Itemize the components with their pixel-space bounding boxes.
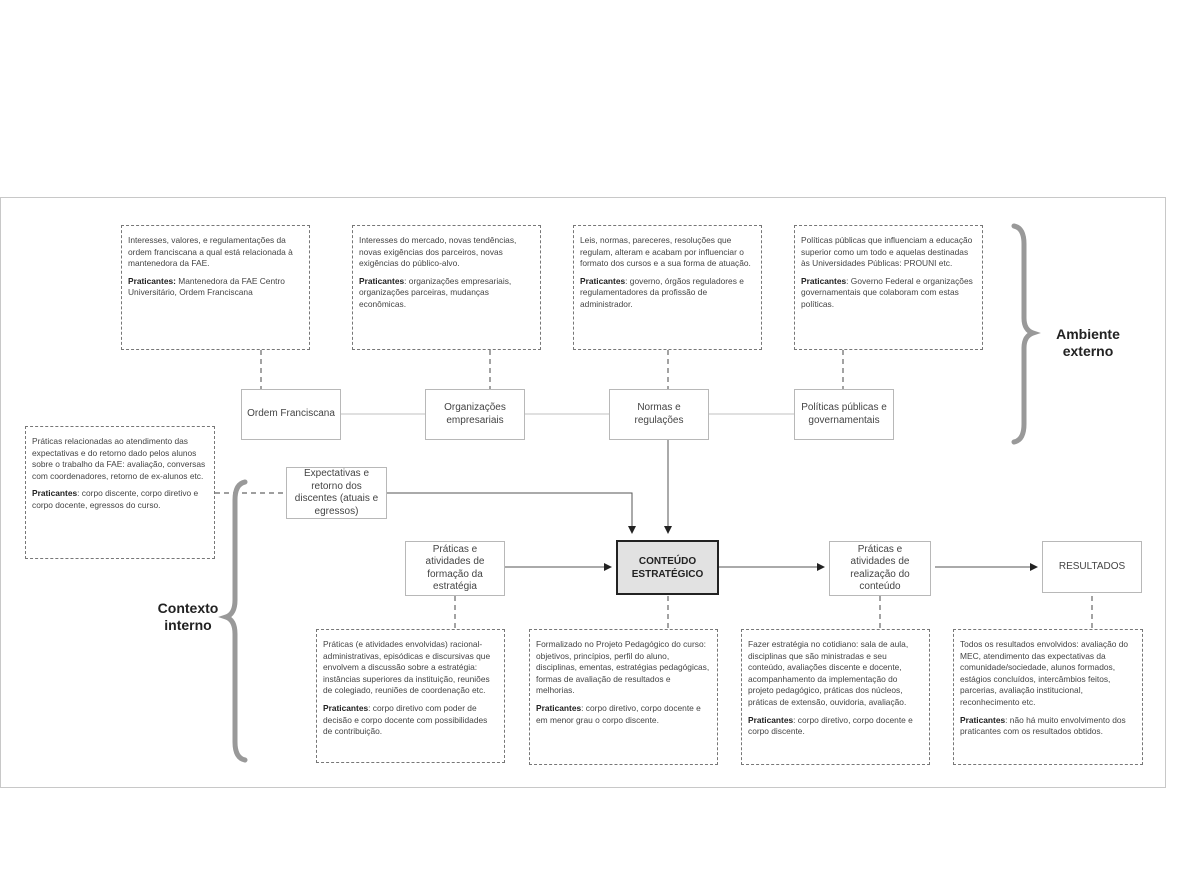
- int-box-resultados: Todos os resultados envolvidos: avaliaçã…: [953, 629, 1143, 765]
- praticantes-line: Praticantes: organizações empresariais, …: [359, 276, 534, 311]
- ext-box-ordem-franciscana: Interesses, valores, e regulamentações d…: [121, 225, 310, 350]
- int-box-formacao: Práticas (e atividades envolvidas) racio…: [316, 629, 505, 763]
- praticantes-label: Praticantes: [801, 275, 847, 286]
- praticantes-text: : organizações empresariais, organizaçõe…: [359, 275, 512, 309]
- box-description: Formalizado no Projeto Pedagógico do cur…: [536, 639, 710, 696]
- box-description: Interesses do mercado, novas tendências,…: [359, 235, 517, 269]
- node-realizacao-conteudo: Práticas e atividades de realização do c…: [829, 541, 931, 596]
- praticantes-line: Praticantes: governo, órgãos reguladores…: [580, 276, 755, 311]
- ext-box-normas: Leis, normas, pareceres, resoluções que …: [573, 225, 762, 350]
- node-conteudo-estrategico: CONTEÚDO ESTRATÉGICO: [616, 540, 719, 595]
- praticantes-text: : corpo diretivo com poder de decisão e …: [323, 702, 488, 737]
- praticantes-text: : Governo Federal e organizações governa…: [801, 275, 973, 309]
- box-expectativas-praticas: Práticas relacionadas ao atendimento das…: [25, 426, 215, 559]
- praticantes-label: Praticantes: [359, 275, 405, 286]
- box-description: Práticas relacionadas ao atendimento das…: [32, 436, 206, 481]
- node-ordem-franciscana: Ordem Franciscana: [241, 389, 341, 440]
- node-resultados: RESULTADOS: [1042, 541, 1142, 593]
- node-organizacoes-empresariais: Organizações empresariais: [425, 389, 525, 440]
- ext-box-politicas: Políticas públicas que influenciam a edu…: [794, 225, 983, 350]
- label-contexto-interno: Contexto interno: [157, 600, 219, 633]
- box-description: Interesses, valores, e regulamentações d…: [128, 235, 293, 269]
- praticantes-label: Praticantes: [580, 275, 626, 286]
- int-box-realizacao: Fazer estratégia no cotidiano: sala de a…: [741, 629, 930, 765]
- node-formacao-estrategia: Práticas e atividades de formação da est…: [405, 541, 505, 596]
- praticantes-line: Praticantes: Governo Federal e organizaç…: [801, 276, 976, 311]
- box-description: Práticas (e atividades envolvidas) racio…: [323, 639, 491, 696]
- praticantes-text: : corpo discente, corpo diretivo e corpo…: [32, 488, 199, 510]
- box-description: Leis, normas, pareceres, resoluções que …: [580, 235, 751, 269]
- box-description: Políticas públicas que influenciam a edu…: [801, 235, 973, 269]
- praticantes-text: : governo, órgãos reguladores e regulame…: [580, 275, 744, 309]
- brace-ambiente-externo: [1011, 223, 1041, 445]
- arrow-expectativas-to-conteudo: [387, 492, 636, 534]
- node-normas-regulacoes: Normas e regulações: [609, 389, 709, 440]
- praticantes-label: Praticantes:: [128, 275, 176, 286]
- int-box-conteudo: Formalizado no Projeto Pedagógico do cur…: [529, 629, 718, 765]
- praticantes-line: Praticantes: corpo discente, corpo diret…: [32, 488, 208, 511]
- praticantes-text: : não há muito envolvimento dos pratican…: [960, 714, 1126, 737]
- praticantes-label: Praticantes: [960, 714, 1006, 725]
- box-description: Todos os resultados envolvidos: avaliaçã…: [960, 639, 1129, 707]
- praticantes-text: Mantenedora da FAE Centro Universitário,…: [128, 275, 285, 298]
- praticantes-line: Praticantes: não há muito envolvimento d…: [960, 715, 1136, 738]
- brace-contexto-interno: [218, 479, 248, 763]
- praticantes-line: Praticantes: corpo diretivo com poder de…: [323, 703, 498, 738]
- praticantes-line: Praticantes: corpo diretivo, corpo docen…: [536, 703, 711, 726]
- ext-box-organizacoes: Interesses do mercado, novas tendências,…: [352, 225, 541, 350]
- praticantes-line: Praticantes: corpo diretivo, corpo docen…: [748, 715, 923, 738]
- box-description: Fazer estratégia no cotidiano: sala de a…: [748, 639, 909, 707]
- praticantes-label: Praticantes: [748, 714, 794, 725]
- praticantes-label: Praticantes: [32, 488, 78, 499]
- label-ambiente-externo: Ambiente externo: [1056, 326, 1120, 359]
- praticantes-label: Praticantes: [536, 702, 582, 713]
- praticantes-text: : corpo diretivo, corpo docente e em men…: [536, 702, 701, 725]
- node-politicas-publicas: Políticas públicas e governamentais: [794, 389, 894, 440]
- praticantes-label: Praticantes: [323, 702, 369, 713]
- node-expectativas-discentes: Expectativas e retorno dos discentes (at…: [286, 467, 387, 519]
- praticantes-text: : corpo diretivo, corpo docente e corpo …: [748, 714, 913, 737]
- praticantes-line: Praticantes: Mantenedora da FAE Centro U…: [128, 276, 303, 299]
